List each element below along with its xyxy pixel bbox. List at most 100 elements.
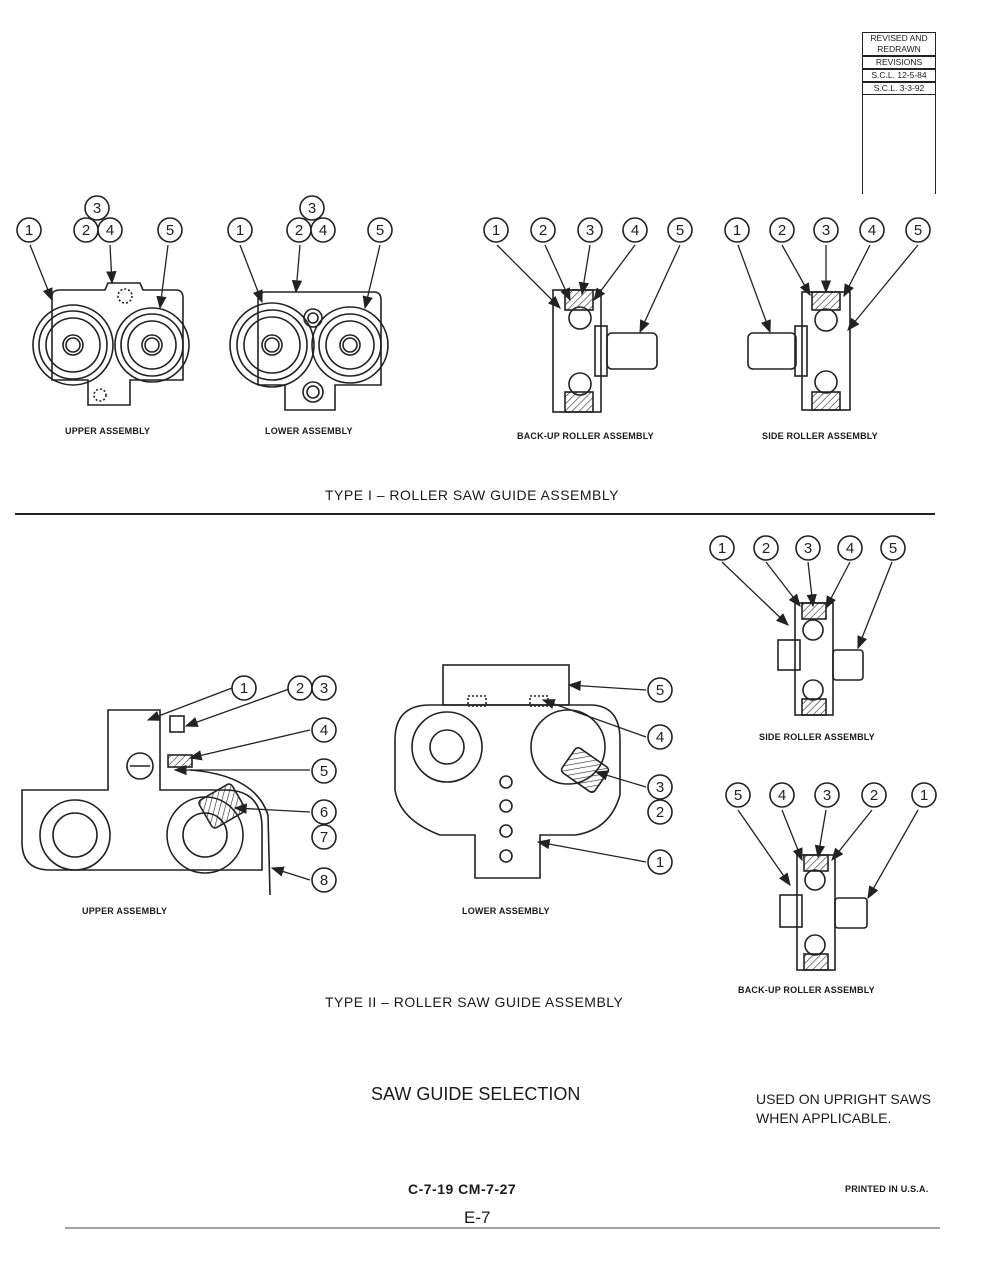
callout-1: 1: [709, 535, 735, 561]
revision-heading: REVISED AND REDRAWN: [863, 32, 935, 56]
selection-title: SAW GUIDE SELECTION: [371, 1084, 581, 1104]
type2-upper-assembly-drawing: [21, 709, 271, 896]
svg-text:2: 2: [778, 222, 786, 239]
svg-text:4: 4: [778, 787, 786, 804]
usage-note-line: USED ON UPRIGHT SAWS: [756, 1091, 932, 1107]
callout-4: 4: [769, 782, 795, 808]
callout-2: 2: [286, 217, 312, 243]
svg-text:5: 5: [376, 222, 384, 239]
page-number: E-7: [464, 1208, 491, 1227]
callout-4: 4: [310, 217, 336, 243]
type2-backup-roller-drawing: [779, 854, 868, 971]
callout-1: 1: [227, 217, 253, 243]
type2-backup-label: BACK-UP ROLLER ASSEMBLY: [738, 985, 875, 995]
type1-upper-label: UPPER ASSEMBLY: [65, 426, 151, 436]
svg-text:5: 5: [676, 222, 684, 239]
callout-3: 3: [814, 782, 840, 808]
type1-lower-label: LOWER ASSEMBLY: [265, 426, 353, 436]
svg-text:3: 3: [656, 779, 664, 796]
callout-3: 3: [299, 195, 325, 221]
callout-balloons: 1 3 2 4 5 1 3 2 4 5 1 2 3 4 5 1 2 3 4 5 …: [16, 195, 937, 893]
svg-text:5: 5: [320, 763, 328, 780]
type1-title: TYPE I – ROLLER SAW GUIDE ASSEMBLY: [325, 487, 619, 503]
callout-4: 4: [647, 724, 673, 750]
callout-1: 1: [911, 782, 937, 808]
revision-entry: S.C.L. 3-3-92: [863, 82, 935, 95]
callout-4: 4: [859, 217, 885, 243]
svg-text:5: 5: [734, 787, 742, 804]
svg-text:5: 5: [889, 540, 897, 557]
type1-upper-assembly-drawing: [32, 282, 190, 406]
type1-side-label: SIDE ROLLER ASSEMBLY: [762, 431, 878, 441]
revision-subheading: REVISIONS: [863, 56, 935, 69]
revision-entry: S.C.L. 12-5-84: [863, 69, 935, 82]
svg-text:1: 1: [920, 787, 928, 804]
callout-3: 3: [647, 774, 673, 800]
callout-1: 1: [231, 675, 257, 701]
callout-2: 2: [769, 217, 795, 243]
callout-3: 3: [795, 535, 821, 561]
svg-text:7: 7: [320, 829, 328, 846]
svg-text:5: 5: [166, 222, 174, 239]
svg-text:1: 1: [25, 222, 33, 239]
callout-3: 3: [577, 217, 603, 243]
svg-text:4: 4: [846, 540, 854, 557]
svg-text:4: 4: [631, 222, 639, 239]
svg-text:3: 3: [823, 787, 831, 804]
svg-text:5: 5: [914, 222, 922, 239]
callout-1: 1: [647, 849, 673, 875]
svg-text:8: 8: [320, 872, 328, 889]
svg-text:4: 4: [868, 222, 876, 239]
callout-4: 4: [622, 217, 648, 243]
svg-text:1: 1: [733, 222, 741, 239]
callout-4: 4: [97, 217, 123, 243]
callout-1: 1: [483, 217, 509, 243]
svg-text:2: 2: [295, 222, 303, 239]
svg-text:2: 2: [762, 540, 770, 557]
type2-side-label: SIDE ROLLER ASSEMBLY: [759, 732, 875, 742]
type2-upper-label: UPPER ASSEMBLY: [82, 906, 168, 916]
svg-text:3: 3: [308, 200, 316, 217]
svg-text:4: 4: [319, 222, 327, 239]
svg-text:4: 4: [320, 722, 328, 739]
svg-text:3: 3: [586, 222, 594, 239]
revision-block: REVISED AND REDRAWN REVISIONS S.C.L. 12-…: [862, 32, 936, 194]
svg-text:3: 3: [320, 680, 328, 697]
callout-6: 6: [311, 799, 337, 825]
callout-3: 3: [84, 195, 110, 221]
svg-text:1: 1: [492, 222, 500, 239]
callout-8: 8: [311, 867, 337, 893]
callout-7: 7: [311, 824, 337, 850]
usage-note-line: WHEN APPLICABLE.: [756, 1110, 892, 1126]
callout-5: 5: [647, 677, 673, 703]
svg-text:3: 3: [93, 200, 101, 217]
callout-5: 5: [311, 758, 337, 784]
callout-4: 4: [837, 535, 863, 561]
printed-note: PRINTED IN U.S.A.: [845, 1184, 929, 1194]
callout-2: 2: [73, 217, 99, 243]
callout-5: 5: [725, 782, 751, 808]
type1-backup-label: BACK-UP ROLLER ASSEMBLY: [517, 431, 654, 441]
svg-text:5: 5: [656, 682, 664, 699]
callout-5: 5: [157, 217, 183, 243]
callout-1: 1: [16, 217, 42, 243]
type2-side-roller-drawing: [777, 602, 864, 716]
svg-text:6: 6: [320, 804, 328, 821]
type2-lower-assembly-drawing: [394, 664, 621, 879]
svg-text:1: 1: [236, 222, 244, 239]
callout-5: 5: [367, 217, 393, 243]
usage-note: USED ON UPRIGHT SAWS WHEN APPLICABLE.: [756, 1090, 931, 1128]
type1-side-roller-drawing: [747, 291, 851, 411]
svg-text:4: 4: [656, 729, 664, 746]
callout-5: 5: [880, 535, 906, 561]
svg-text:1: 1: [656, 854, 664, 871]
part-numbers: C-7-19 CM-7-27: [408, 1181, 517, 1197]
callout-5: 5: [905, 217, 931, 243]
callout-3: 3: [311, 675, 337, 701]
svg-text:3: 3: [804, 540, 812, 557]
type2-title: TYPE II – ROLLER SAW GUIDE ASSEMBLY: [325, 994, 624, 1010]
svg-text:2: 2: [656, 804, 664, 821]
svg-text:4: 4: [106, 222, 114, 239]
